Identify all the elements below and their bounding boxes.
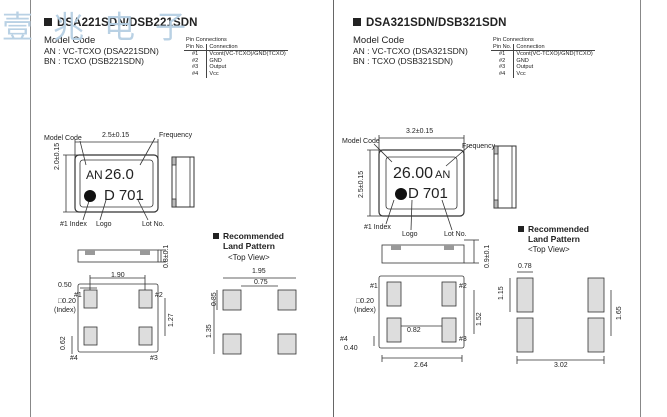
dim-index-note: (Index)	[354, 307, 376, 314]
model-code-block: Model Code AN : VC-TCXO (DSA221SDN) BN :…	[44, 35, 159, 67]
dim-width: 2.5±0.15	[102, 132, 130, 139]
dim-land-gap: 0.75	[254, 279, 268, 286]
label-index: #1 Index	[364, 224, 391, 231]
left-drawing	[63, 137, 297, 355]
label-lot: Lot No.	[142, 221, 165, 228]
dim-pad-width: 0.50	[58, 282, 72, 289]
dim-pad-pitch-y: 1.27	[168, 313, 175, 327]
label-lot: Lot No.	[444, 231, 467, 238]
label-model-code: Model Code	[342, 138, 380, 145]
dim-land-total-width: 3.02	[554, 362, 568, 369]
pin-tag-1: #1	[370, 283, 378, 290]
label-frequency: Frequency	[462, 143, 496, 150]
pin-tag-2: #2	[155, 292, 163, 299]
label-logo: Logo	[96, 221, 112, 228]
dim-width: 3.2±0.15	[406, 128, 434, 135]
pin-tag-4: #4	[70, 355, 78, 362]
label-frequency: Frequency	[159, 132, 193, 139]
label-logo: Logo	[402, 231, 418, 238]
dim-land-height: 1.15	[498, 286, 505, 300]
dim-land-total-height: 1.35	[206, 324, 213, 338]
right-drawing	[367, 135, 612, 364]
pin-tag-2: #2	[459, 283, 467, 290]
dim-thickness: 0.9±0.1	[484, 244, 491, 268]
right-margin-line	[640, 0, 641, 417]
dim-index-square: □0.20	[356, 298, 374, 305]
dim-pad-height: 0.40	[344, 345, 358, 352]
pin-tag-1: #1	[74, 292, 82, 299]
dim-index-note: (Index)	[54, 307, 76, 314]
panel-dsa321sdn: DSA321SDN/DSB321SDN Model Code AN : VC-T…	[334, 0, 667, 417]
pin-tag-3: #3	[150, 355, 158, 362]
dim-index-square: □0.20	[58, 298, 76, 305]
model-code-block: Model Code AN : VC-TCXO (DSA321SDN) BN :…	[353, 35, 468, 67]
dim-land-total-width: 1.95	[252, 268, 266, 275]
dim-pad-total-width: 2.64	[414, 362, 428, 369]
dim-height: 2.5±0.15	[358, 170, 365, 198]
pin-tag-3: #3	[459, 336, 467, 343]
pin-tag-4: #4	[340, 336, 348, 343]
dim-thickness: 0.8±0.1	[163, 244, 170, 268]
dim-pad-height: 0.62	[60, 336, 67, 350]
left-margin-line	[30, 0, 31, 417]
panel-dsa221sdn: DSA221SDN/DSB221SDN Model Code AN : VC-T…	[0, 0, 333, 417]
section-title: DSA321SDN/DSB321SDN	[353, 17, 507, 29]
dim-land-width: 0.78	[518, 263, 532, 270]
top-view-label: <Top View>	[528, 245, 570, 254]
section-title: DSA221SDN/DSB221SDN	[44, 17, 198, 29]
dim-land-total-height: 1.65	[616, 306, 623, 320]
dim-land-height: 0.85	[211, 292, 218, 306]
label-model-code: Model Code	[44, 135, 82, 142]
top-view-label: <Top View>	[228, 253, 270, 262]
dim-pad-pitch-x: 1.90	[111, 272, 125, 279]
watermark: 壹兆电子	[2, 10, 206, 46]
panel-divider	[333, 0, 334, 417]
label-index: #1 Index	[60, 221, 87, 228]
dim-pad-pitch-y: 1.52	[476, 312, 483, 326]
dim-pad-gap: 0.82	[407, 327, 421, 334]
dim-height: 2.0±0.15	[54, 142, 61, 170]
